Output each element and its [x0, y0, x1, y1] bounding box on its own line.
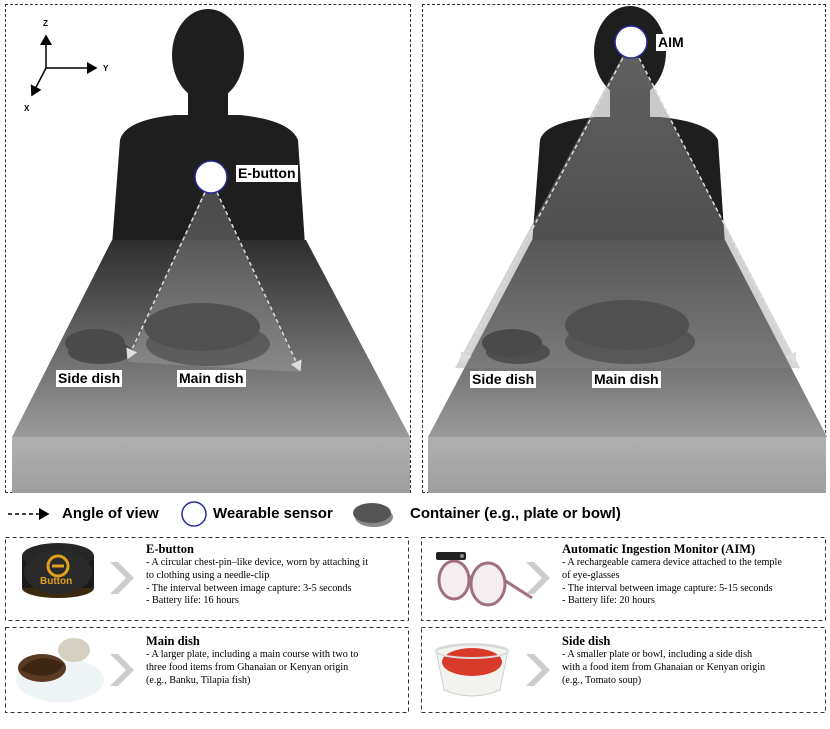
main-dish-card-description: - A larger plate, including a main cours…	[146, 649, 358, 687]
side-dish-container-left	[65, 329, 125, 357]
ebutton-device-image	[22, 543, 94, 598]
aim-desc-line: of eye-glasses	[562, 569, 620, 581]
legend-container: Container (e.g., plate or bowl)	[410, 505, 621, 522]
table-front-right	[428, 437, 826, 493]
side-dish-desc-line: - A smaller plate or bowl, including a s…	[562, 649, 753, 660]
main-dish-desc-line: - A larger plate, including a main cours…	[146, 649, 359, 660]
left-side-dish-label: Side dish	[56, 370, 123, 387]
main-dish-desc-line: (e.g., Banku, Tilapia fish)	[146, 674, 251, 686]
chevron-right-icon	[110, 562, 134, 594]
aim-card-title: Automatic Ingestion Monitor (AIM)	[562, 542, 756, 556]
aim-sensor-marker	[614, 25, 648, 59]
legend-angle-of-view: Angle of view	[62, 505, 159, 522]
ebutton-logo-text: Button	[40, 576, 73, 587]
ebutton-desc-line: to clothing using a needle-clip	[146, 569, 270, 581]
side-dish-desc-line: with a food item from Ghanaian or Kenyan…	[562, 661, 766, 673]
chevron-right-icon	[526, 562, 550, 594]
aim-card-box	[421, 537, 826, 621]
view-arrow-left-1	[126, 185, 209, 360]
aim-desc-line: - The interval between image capture: 5-…	[562, 582, 773, 594]
side-dish-container-right	[482, 329, 542, 357]
container-legend-icon	[353, 503, 391, 523]
chevron-right-icon	[110, 654, 134, 686]
ebutton-card-box	[5, 537, 409, 621]
ebutton-sensor-marker	[194, 160, 228, 194]
legend-wearable-sensor: Wearable sensor	[213, 505, 333, 522]
wearable-sensor-legend-icon	[181, 501, 207, 527]
main-dish-container-right	[565, 300, 689, 350]
axis-x-label: X	[24, 104, 30, 113]
left-main-dish-label: Main dish	[177, 370, 246, 387]
side-dish-image	[435, 643, 509, 697]
ebutton-desc-line: - The interval between image capture: 3-…	[146, 582, 352, 594]
ebutton-sensor-label: E-button	[236, 165, 298, 182]
left-scene	[12, 9, 410, 493]
right-side-dish-label: Side dish	[470, 371, 537, 388]
side-dish-desc-line: (e.g., Tomato soup)	[562, 674, 642, 686]
right-main-dish-label: Main dish	[592, 371, 661, 388]
aim-desc-line: - Battery life: 20 hours	[562, 595, 655, 607]
view-arrow-left-2	[213, 185, 302, 372]
main-dish-card-title: Main dish	[146, 634, 200, 648]
chevron-right-icon	[526, 654, 550, 686]
aim-sensor-label: AIM	[656, 34, 686, 51]
side-dish-card-title: Side dish	[562, 634, 611, 648]
main-dish-image	[16, 638, 104, 702]
aim-desc-line: - A rechargeable camera device attached …	[562, 557, 782, 568]
aim-glasses-image	[436, 552, 533, 607]
view-cone-right	[455, 42, 800, 368]
main-dish-container-left	[144, 303, 260, 351]
main-dish-desc-line: three food items from Ghanaian or Kenyan…	[146, 661, 349, 673]
view-arrow-right-2	[635, 51, 797, 364]
ebutton-card-description: - A circular chest-pin–like device, worn…	[146, 557, 368, 608]
aim-card-description: - A rechargeable camera device attached …	[562, 557, 782, 608]
legend-shapes	[8, 501, 393, 527]
table-front-left	[12, 437, 410, 493]
view-arrow-right-1	[460, 51, 627, 364]
ebutton-card-title: E-button	[146, 542, 194, 556]
axes-icon	[30, 34, 98, 97]
side-dish-card-description: - A smaller plate or bowl, including a s…	[562, 649, 765, 687]
axis-z-label: Z	[43, 19, 48, 28]
right-scene	[428, 6, 827, 493]
main-dish-card-box	[5, 627, 409, 713]
axis-y-label: Y	[103, 64, 109, 73]
ebutton-desc-line: - Battery life: 16 hours	[146, 595, 239, 607]
ebutton-desc-line: - A circular chest-pin–like device, worn…	[146, 557, 369, 568]
